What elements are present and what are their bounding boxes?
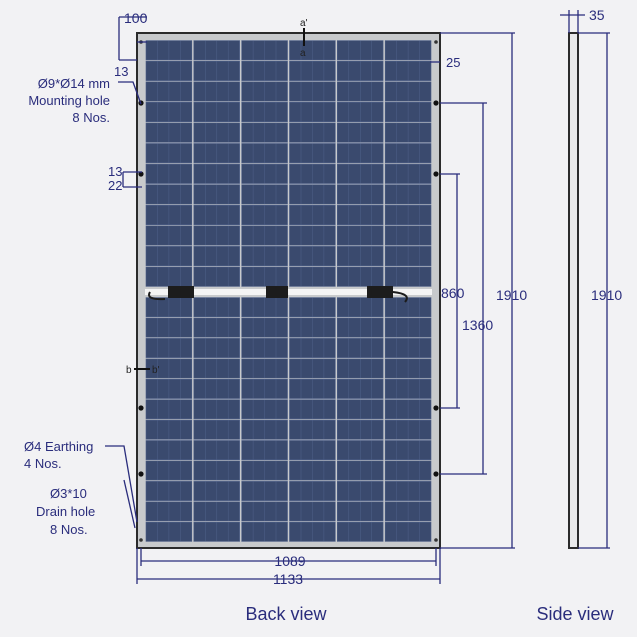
mounting-hole <box>138 171 144 177</box>
dim-corner-top: 100 <box>124 10 148 26</box>
callout-mounting-hole-count: 8 Nos. <box>72 110 110 125</box>
callout-drain-size: Ø3*10 <box>50 486 87 501</box>
drain-hole <box>139 538 143 542</box>
dim-corner-offset: 13 <box>114 64 128 79</box>
mounting-hole <box>433 405 439 411</box>
dimension-lines <box>105 10 610 584</box>
mounting-hole <box>138 471 144 477</box>
dim-earthing-offset-2: 22 <box>108 178 122 193</box>
mounting-hole <box>433 100 439 106</box>
dim-earthing-offset-1: 13 <box>108 164 122 179</box>
mounting-hole <box>433 171 439 177</box>
dim-cell-width: 1089 <box>274 553 305 569</box>
callout-drain-count: 8 Nos. <box>50 522 88 537</box>
dim-side-height: 1910 <box>591 287 622 303</box>
callout-earthing-size: Ø4 Earthing <box>24 439 93 454</box>
section-mark-b-prime: b' <box>152 365 160 376</box>
dim-inner-spacing: 860 <box>441 285 465 301</box>
section-mark-a: a <box>300 48 306 59</box>
callout-mounting-hole-size: Ø9*Ø14 mm <box>38 76 110 91</box>
dim-panel-height: 1910 <box>496 287 527 303</box>
mounting-hole <box>138 405 144 411</box>
cable-right <box>392 291 408 303</box>
section-mark-a-prime: a' <box>300 18 308 29</box>
drain-hole <box>434 40 438 44</box>
mounting-hole <box>433 471 439 477</box>
dim-mount-spacing: 1360 <box>462 317 493 333</box>
section-mark-b: b <box>126 365 132 376</box>
cable-left <box>148 291 166 301</box>
drain-hole <box>434 538 438 542</box>
junction-box-center <box>266 286 288 298</box>
view-label-side: Side view <box>536 604 614 624</box>
junction-box-right <box>367 286 393 298</box>
dim-hole-spacing-top: 25 <box>446 55 460 70</box>
cell-grid <box>145 40 432 542</box>
side-profile <box>568 32 579 549</box>
callout-mounting-hole-label: Mounting hole <box>28 93 110 108</box>
junction-boxes <box>148 286 408 303</box>
dim-side-thickness: 35 <box>589 7 605 23</box>
callout-earthing-count: 4 Nos. <box>24 456 62 471</box>
view-label-back: Back view <box>245 604 327 624</box>
junction-box-left <box>168 286 194 298</box>
callout-drain-label: Drain hole <box>36 504 95 519</box>
junction-bar <box>145 289 432 295</box>
dim-panel-width: 1133 <box>273 571 303 587</box>
